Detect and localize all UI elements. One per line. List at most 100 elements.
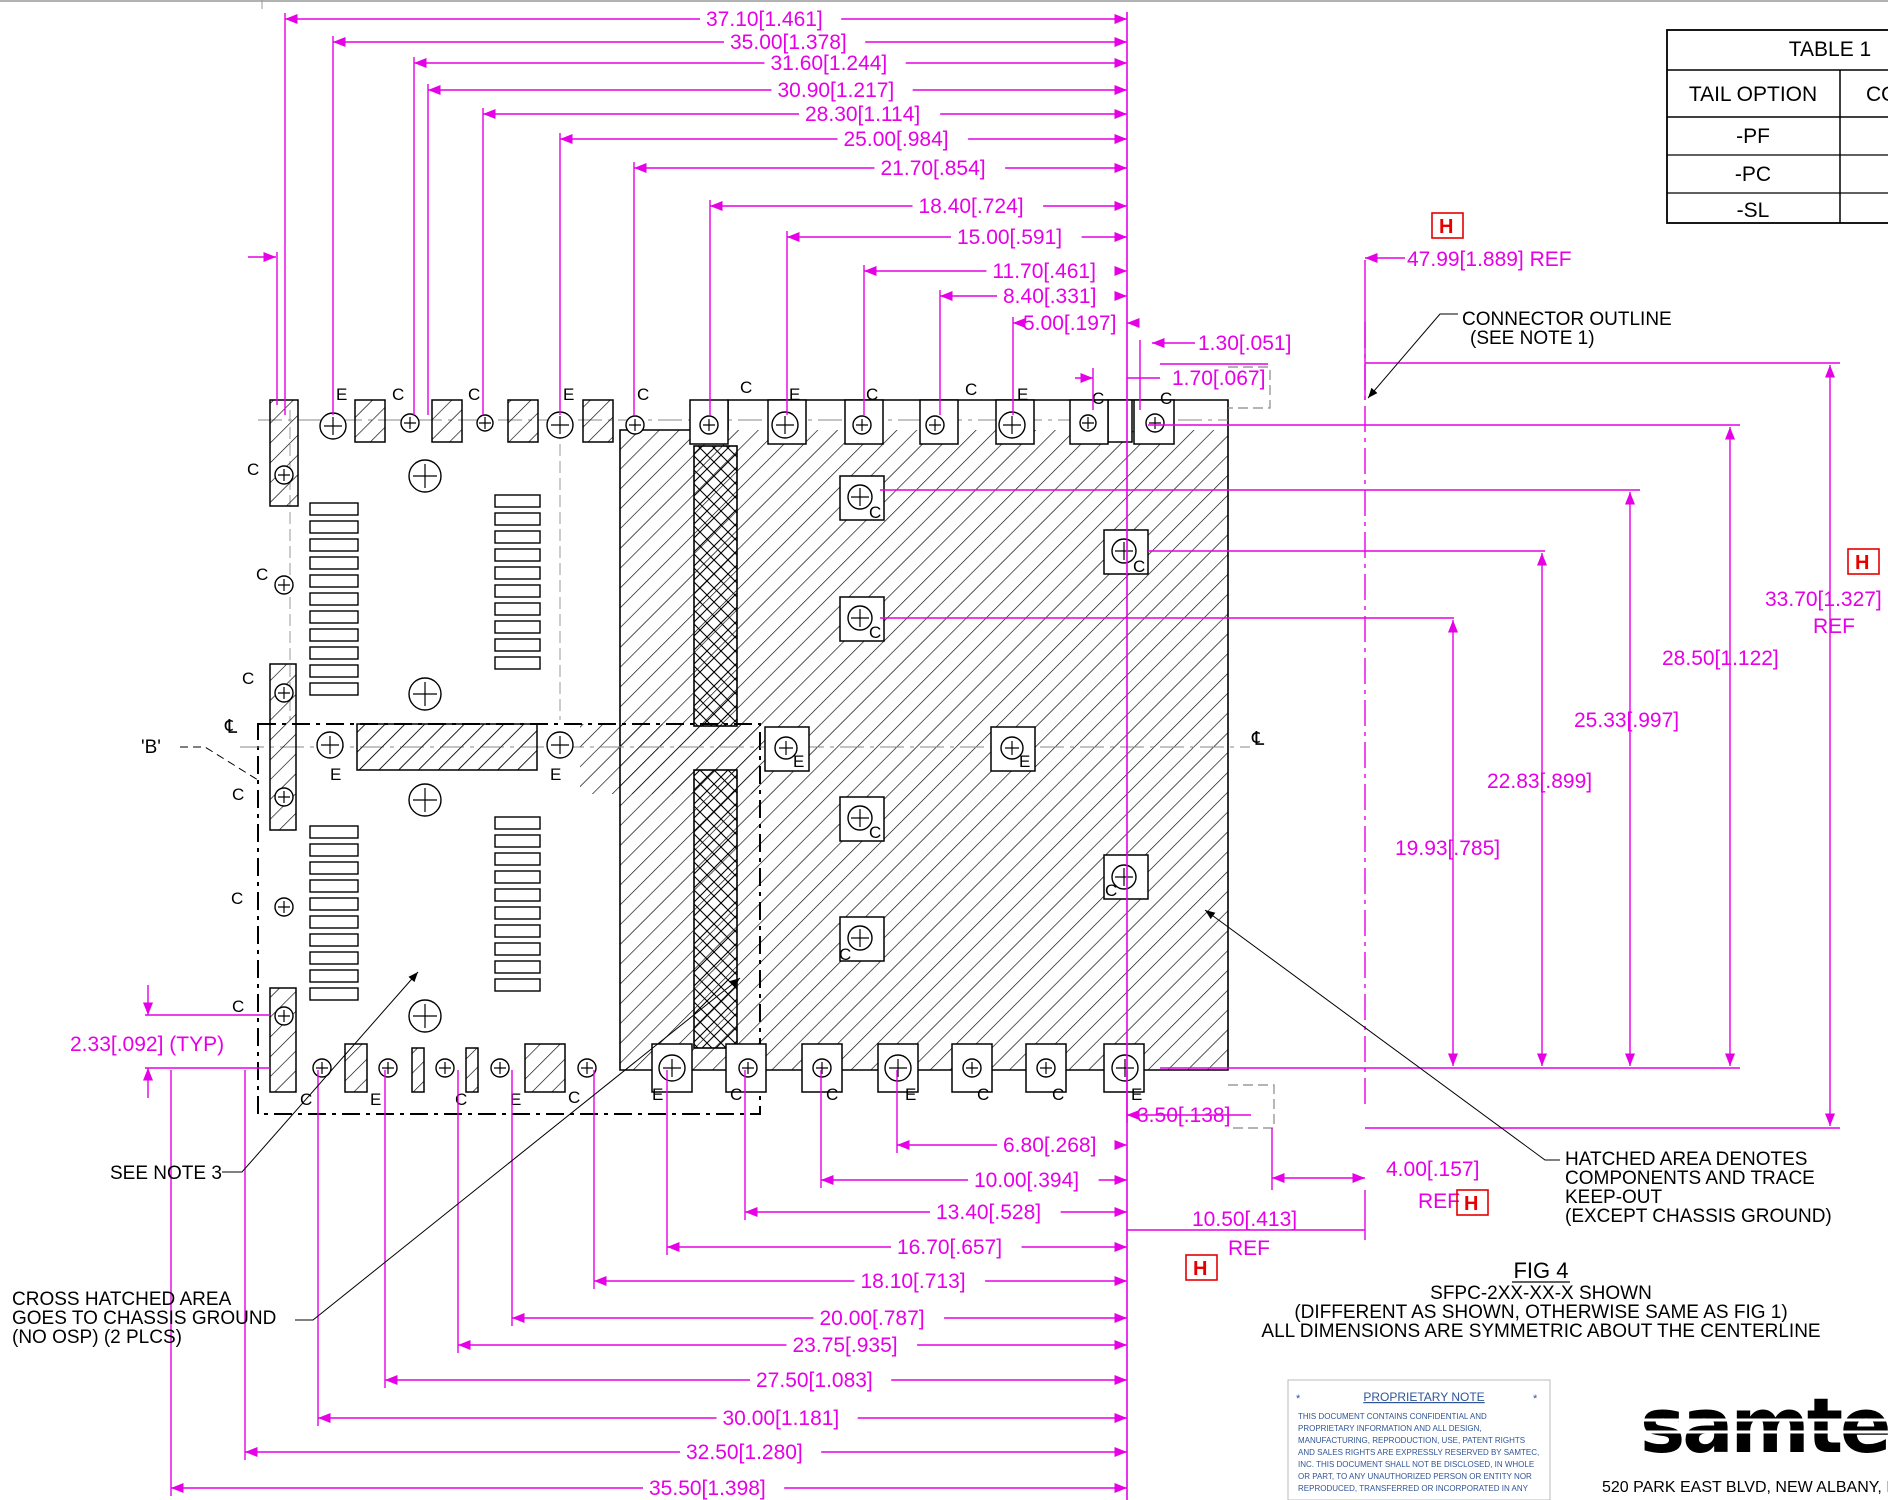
- dim-label: 30.90[1.217]: [778, 79, 895, 102]
- chassis-ground-cross-hatch: [693, 445, 738, 1049]
- marker: C: [869, 823, 881, 842]
- dim-label: 33.70[1.327]: [1765, 588, 1882, 611]
- marker: C: [256, 565, 268, 584]
- dim-label: 37.10[1.461]: [706, 8, 823, 31]
- dimension-top_dims: 5.00[.197]: [1012, 312, 1140, 415]
- dim-label: 31.60[1.244]: [771, 52, 888, 75]
- ref-dims-bottom: 4.00[.157] REF H 10.50[.413] REF H: [1127, 1128, 1489, 1281]
- dim-label: 15.00[.591]: [957, 226, 1062, 249]
- dimension-bottom_dims: 13.40[.528]: [744, 1070, 1127, 1224]
- dimension-top_dims: 37.10[1.461]: [284, 8, 1127, 415]
- marker: E: [550, 765, 561, 784]
- hatched-area-label: (EXCEPT CHASSIS GROUND): [1565, 1206, 1832, 1227]
- dimension-bottom_dims: 30.00[1.181]: [317, 1070, 1127, 1430]
- note-line: REPRODUCED, TRANSFERRED OR INCORPORATED …: [1298, 1484, 1529, 1493]
- leader-lines: [180, 313, 1560, 1321]
- flag-h: H: [1193, 1258, 1207, 1280]
- note-line: THIS DOCUMENT CONTAINS CONFIDENTIAL AND: [1298, 1412, 1487, 1421]
- note-line: INC. THIS DOCUMENT SHALL NOT BE DISCLOSE…: [1298, 1460, 1534, 1469]
- note-star: *: [1533, 1393, 1538, 1405]
- marker: C: [740, 378, 752, 397]
- centerline-symbol: ℄: [224, 717, 238, 738]
- right-vertical-dims: 19.93[.785] 22.83[.899] 25.33[.997] 28.5…: [880, 362, 1882, 1129]
- hatched-area-label: KEEP-OUT: [1565, 1187, 1663, 1208]
- marker: C: [637, 385, 649, 404]
- marker: E: [652, 1085, 663, 1104]
- table-cell: -PF: [1736, 125, 1770, 148]
- dim-label: 10.00[.394]: [974, 1169, 1079, 1192]
- dim-label: 27.50[1.083]: [756, 1369, 873, 1392]
- dim-label: 22.83[.899]: [1487, 770, 1592, 793]
- marker: E: [510, 1090, 521, 1109]
- marker: C: [965, 380, 977, 399]
- annotation-text: CONNECTOR OUTLINE (SEE NOTE 1) HATCHED A…: [12, 309, 1832, 1348]
- marker: C: [1133, 557, 1145, 576]
- figure-line: ALL DIMENSIONS ARE SYMMETRIC ABOUT THE C…: [1261, 1321, 1820, 1342]
- marker: C: [839, 945, 851, 964]
- marker: C: [1160, 389, 1172, 408]
- dimension-bottom_dims: 10.00[.394]: [820, 1070, 1127, 1192]
- dim-label: 16.70[.657]: [897, 1236, 1002, 1259]
- dim-label: 1.30[.051]: [1198, 332, 1291, 355]
- dim-label: 35.50[1.398]: [649, 1477, 766, 1500]
- figure-line: (DIFFERENT AS SHOWN, OTHERWISE SAME AS F…: [1294, 1302, 1787, 1323]
- note-line: OR PART, TO ANY UNAUTHORIZED PERSON OR E…: [1298, 1472, 1532, 1481]
- dim-label: 20.00[.787]: [820, 1307, 925, 1330]
- marker: C: [1052, 1085, 1064, 1104]
- note-line: PROPRIETARY INFORMATION AND ALL DESIGN,: [1298, 1424, 1482, 1433]
- cross-hatch-label: (NO OSP) (2 PLCS): [12, 1327, 182, 1348]
- connector-outline-note: (SEE NOTE 1): [1470, 328, 1595, 349]
- see-note-3-label: SEE NOTE 3: [110, 1163, 222, 1184]
- dim-label: 6.80[.268]: [1003, 1134, 1096, 1157]
- dim-label: 2.33[.092] (TYP): [70, 1033, 224, 1056]
- dim-label: 28.30[1.114]: [805, 103, 920, 126]
- note-star: *: [1296, 1393, 1301, 1405]
- marker: C: [231, 889, 243, 908]
- dim-label: 10.50[.413]: [1192, 1208, 1297, 1231]
- flag-h: H: [1439, 216, 1453, 238]
- centerline-symbol: ℄: [1251, 729, 1265, 750]
- marker: C: [866, 385, 878, 404]
- dim-label: 13.40[.528]: [936, 1201, 1041, 1224]
- dimension-bottom_dims: 16.70[.657]: [666, 1070, 1127, 1259]
- marker: C: [1105, 881, 1117, 900]
- dimension-layer: 37.10[1.461]35.00[1.378]31.60[1.244] 30.9…: [170, 8, 1251, 1500]
- marker: C: [242, 669, 254, 688]
- table-cell: -SL: [1737, 199, 1770, 222]
- marker: C: [869, 503, 881, 522]
- dimension-top_dims: 28.30[1.114]: [482, 103, 1127, 415]
- detail-b-label: 'B': [141, 737, 161, 758]
- hatched-area-label: COMPONENTS AND TRACE: [1565, 1168, 1815, 1189]
- figure-caption: FIG 4 SFPC-2XX-XX-X SHOWN (DIFFERENT AS …: [1261, 1258, 1820, 1342]
- dim-label: REF: [1418, 1190, 1460, 1213]
- marker: E: [336, 385, 347, 404]
- cross-hatch-label: GOES TO CHASSIS GROUND: [12, 1308, 276, 1329]
- note-line: MANUFACTURING, REPRODUCTION, USE, PATENT…: [1298, 1436, 1525, 1445]
- marker: E: [789, 385, 800, 404]
- marker: C: [826, 1085, 838, 1104]
- dimension-bottom_dims: 23.75[.935]: [457, 1070, 1127, 1357]
- dim-label: 4.00[.157]: [1386, 1158, 1479, 1181]
- dim-label: 25.00[.984]: [844, 128, 949, 151]
- dimension-bottom_dims: 18.10[.713]: [593, 1070, 1127, 1293]
- table-cell: -PC: [1735, 163, 1771, 186]
- figure-line: SFPC-2XX-XX-X SHOWN: [1430, 1283, 1652, 1304]
- company-address: 520 PARK EAST BLVD, NEW ALBANY, IN: [1602, 1479, 1888, 1496]
- dimension-top_dims: 18.40[.724]: [709, 195, 1127, 415]
- marker: E: [370, 1090, 381, 1109]
- dim-label: 8.40[.331]: [1003, 285, 1096, 308]
- dim-label: 1.70[.067]: [1172, 367, 1265, 390]
- marker: E: [1131, 1085, 1142, 1104]
- note-line: AND SALES RIGHTS ARE EXPRESSLY RESERVED …: [1298, 1448, 1539, 1457]
- dim-label: 35.00[1.378]: [730, 31, 847, 54]
- marker: E: [1019, 752, 1030, 771]
- marker: E: [905, 1085, 916, 1104]
- dimension-top_dims: 15.00[.591]: [786, 226, 1127, 415]
- dimension-bottom_dims: 6.80[.268]: [896, 1070, 1127, 1157]
- connector-outline-label: CONNECTOR OUTLINE: [1462, 309, 1672, 330]
- ref-dim-4799: H 47.99[1.889] REF: [1364, 212, 1572, 1110]
- dim-label: 21.70[.854]: [881, 157, 986, 180]
- marker: C: [455, 1090, 467, 1109]
- marker: E: [793, 752, 804, 771]
- dimension-top_dims: 11.70[.461]: [863, 260, 1127, 415]
